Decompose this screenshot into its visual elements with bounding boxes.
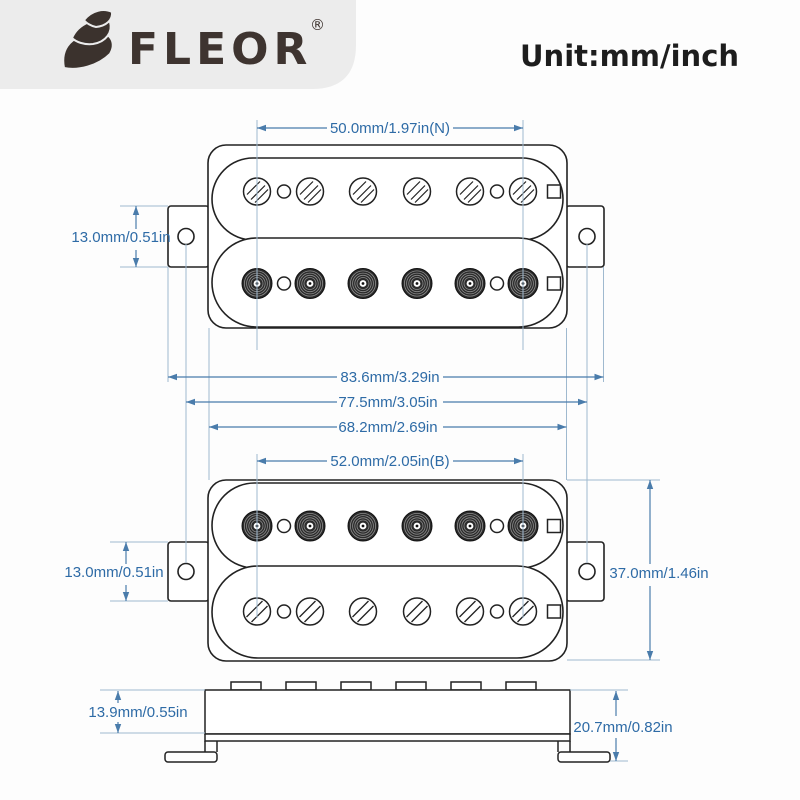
bridge-bottom-bobbin: [211, 565, 564, 659]
dim-bridge-tab-height: 13.0mm/0.51in: [64, 564, 163, 581]
leaf-icon: [62, 9, 114, 70]
neck-pickup-drawing: [167, 144, 605, 329]
registered-trademark: ®: [310, 16, 325, 34]
dim-mount-hole-spacing: 77.5mm/3.05in: [338, 394, 437, 411]
dim-neck-tab-height: 13.0mm/0.51in: [71, 229, 170, 246]
dim-body-width: 68.2mm/2.69in: [338, 419, 437, 436]
dim-total-width: 83.6mm/3.29in: [340, 369, 439, 386]
dim-neck-pole-spacing: 50.0mm/1.97in(N): [330, 120, 450, 137]
pickup-side-view: [164, 681, 611, 763]
brand-wordmark: FLEOR: [128, 24, 312, 75]
logo-panel: FLEOR ®: [0, 0, 356, 89]
side-body: [204, 689, 571, 735]
dim-side-body-height: 13.9mm/0.55in: [88, 704, 187, 721]
pole-top-5: [450, 681, 482, 691]
side-baseplate: [204, 733, 571, 742]
pole-top-4: [395, 681, 427, 691]
unit-label: Unit:mm/inch: [520, 39, 739, 73]
dim-pickup-height: 37.0mm/1.46in: [609, 565, 708, 582]
bridge-left-mount-hole: [177, 562, 195, 581]
bridge-pickup-drawing: [167, 479, 605, 662]
neck-right-mount-hole: [578, 227, 596, 246]
bridge-right-mount-hole: [578, 562, 596, 581]
pole-top-1: [230, 681, 262, 691]
neck-bottom-bobbin: [211, 237, 564, 328]
pole-top-6: [505, 681, 537, 691]
pole-top-2: [285, 681, 317, 691]
pole-top-3: [340, 681, 372, 691]
dim-side-total-height: 20.7mm/0.82in: [573, 719, 672, 736]
dimension-layer: 50.0mm/1.97in(N) 13.0mm/0.51in 83.6mm/3.…: [64, 120, 709, 762]
dim-bridge-pole-spacing: 52.0mm/2.05in(B): [330, 453, 449, 470]
neck-left-mount-hole: [177, 227, 195, 246]
side-right-leg: [557, 751, 611, 763]
side-left-leg: [164, 751, 218, 763]
